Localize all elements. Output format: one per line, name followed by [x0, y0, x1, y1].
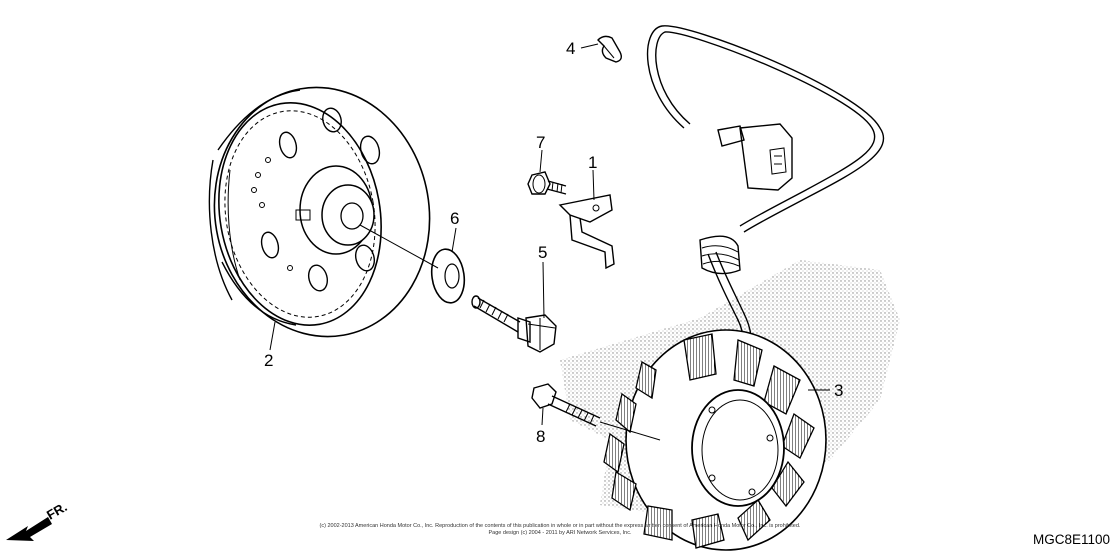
front-direction-arrow-icon	[6, 517, 52, 541]
wire-clip[interactable]	[597, 35, 623, 63]
flywheel[interactable]	[195, 70, 449, 353]
stator-bolt[interactable]	[531, 383, 601, 427]
callout-1: 1	[588, 153, 597, 172]
diagram-code: MGC8E1100	[1033, 532, 1110, 547]
stator[interactable]	[603, 329, 827, 551]
callout-7: 7	[536, 133, 545, 152]
callout-2: 2	[264, 351, 273, 370]
callout-5: 5	[538, 243, 547, 262]
bracket-bolt[interactable]	[527, 171, 567, 195]
copyright-line-2: Page design (c) 2004 - 2011 by ARI Netwo…	[489, 530, 632, 536]
washer[interactable]	[428, 247, 467, 305]
callout-6: 6	[450, 209, 459, 228]
copyright-line-1: (c) 2002-2013 American Honda Motor Co., …	[320, 523, 801, 529]
callout-3: 3	[834, 381, 843, 400]
leader-lines	[269, 43, 830, 441]
wire-harness	[646, 25, 885, 369]
cord-clamp-bracket[interactable]	[558, 194, 615, 270]
callout-4: 4	[566, 39, 575, 58]
callout-8: 8	[536, 427, 545, 446]
flywheel-bolt[interactable]	[471, 295, 557, 353]
